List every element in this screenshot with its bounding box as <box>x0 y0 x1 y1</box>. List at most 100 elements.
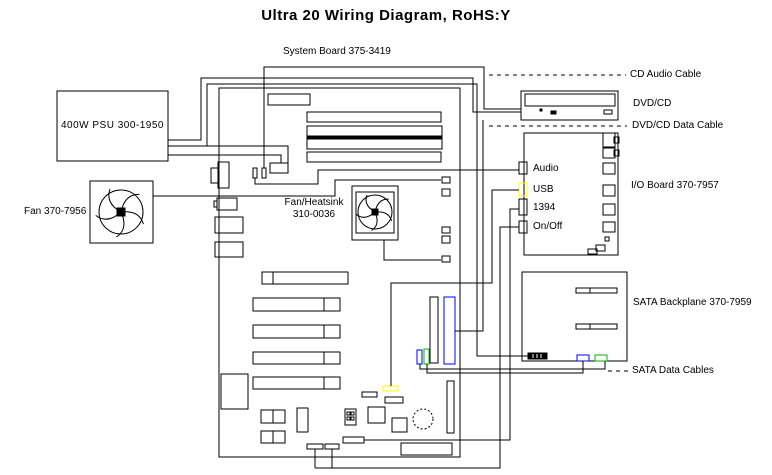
board-header-r1 <box>441 176 451 184</box>
io-front-port-6 <box>602 221 616 233</box>
dvd-led <box>539 108 543 112</box>
backplane-sata-port-blue <box>576 354 590 362</box>
rear-port-1-tab <box>210 167 219 184</box>
io-port-label-1394: 1394 <box>533 202 556 213</box>
io-small-pin <box>604 236 610 242</box>
cpu-fan-icon <box>356 194 393 231</box>
cpu-fan-ring <box>357 194 393 230</box>
dvd-data-cable-label: DVD/CD Data Cable <box>632 120 724 131</box>
io-usb-connector-yellow <box>518 182 528 197</box>
wire-onoff <box>315 226 519 469</box>
cpu-fan-label-line1: Fan/Heatsink <box>284 197 344 208</box>
backplane-sata-port-green <box>594 354 608 362</box>
io-front-port-5 <box>602 203 616 216</box>
board-header-r4 <box>441 235 451 244</box>
wire-cpu-fan <box>383 240 441 261</box>
sata-header-green <box>423 348 430 365</box>
io-front-port-3 <box>602 162 616 175</box>
sata-data-cables-label: SATA Data Cables <box>632 365 714 376</box>
wire-sata-data-1 <box>419 361 606 370</box>
wire-psu-to-dvd-power <box>168 77 521 141</box>
ram-slot-3 <box>306 138 443 150</box>
pci-slot-2 <box>252 297 341 312</box>
dvd-emergency-hole <box>550 110 557 115</box>
io-front-port-4 <box>602 184 616 197</box>
io-board-label: I/O Board 370-7957 <box>631 180 719 191</box>
wire-psu-to-sata-backplane-power <box>206 83 528 357</box>
aux-power-connector <box>269 162 289 174</box>
io-front-port-2-tab <box>613 149 620 157</box>
cd-audio-header <box>261 167 267 179</box>
front-panel-connector <box>400 442 453 456</box>
board-edge-slot <box>446 380 455 434</box>
dvd-drive-box <box>520 90 619 121</box>
io-audio-connector <box>518 161 528 175</box>
cpu-heatsink-outer <box>351 185 399 241</box>
pcie-slot-1 <box>261 271 349 285</box>
cpu-fan-label-line2: 310-0036 <box>292 209 336 220</box>
system-board-outline <box>218 87 461 458</box>
ram-slot-1 <box>306 111 442 123</box>
io-bottom-notch-2 <box>587 248 598 255</box>
psu-label: 400W PSU 300-1950 <box>60 120 164 131</box>
board-corner-component <box>220 373 249 410</box>
grid-pin-1 <box>346 411 351 416</box>
psu-box <box>56 90 169 162</box>
atx-power-connector <box>267 93 311 106</box>
pci-slot-3 <box>252 324 341 339</box>
grid-pin-3 <box>346 416 351 421</box>
io-onoff-connector <box>518 220 528 234</box>
wire-dvd-data <box>455 120 484 332</box>
wire-usb <box>390 189 519 386</box>
grid-pin-2 <box>350 411 355 416</box>
board-header-r2 <box>441 188 451 197</box>
wire-1394 <box>364 208 519 441</box>
board-chip-square <box>367 406 386 424</box>
pci-slot-4 <box>252 351 341 365</box>
io-port-label-audio: Audio <box>533 163 559 174</box>
io-front-port-1-tab <box>613 136 620 144</box>
rear-port-3 <box>214 216 244 234</box>
cpu-fan-header <box>441 255 451 263</box>
usb-front-header-yellow <box>382 385 399 392</box>
front-fan-label: Fan 370-7956 <box>24 206 87 217</box>
cd-audio-cable-label: CD Audio Cable <box>630 69 702 80</box>
ram-slot-2 <box>306 125 443 137</box>
io-port-label-usb: USB <box>533 184 554 195</box>
backplane-drive-slot-1 <box>575 287 618 294</box>
io-bottom-notch-1 <box>595 244 606 252</box>
dvd-data-slot-blue <box>443 296 456 365</box>
front-fan-icon <box>95 188 144 238</box>
dvd-eject-button <box>603 109 613 115</box>
board-jumper-1 <box>361 391 378 398</box>
fp-1394-header <box>342 436 365 444</box>
io-port-label-onoff: On/Off <box>533 221 563 232</box>
board-chip-small <box>391 417 408 433</box>
front-panel-header-grid <box>344 408 357 426</box>
front-fan-box <box>89 180 154 244</box>
io-front-port-2 <box>602 147 616 159</box>
battery <box>412 408 434 430</box>
board-jumper-2 <box>384 396 404 404</box>
pci-slot-5 <box>252 376 341 390</box>
rear-port-2 <box>216 197 238 211</box>
io-front-port-1 <box>602 132 616 148</box>
ide-slot <box>429 296 439 364</box>
wire-audio <box>254 169 519 185</box>
sata-backplane-label: SATA Backplane 370-7959 <box>633 297 752 308</box>
backplane-drive-slot-2 <box>575 323 618 330</box>
front-fan-ring <box>98 189 144 235</box>
io-board-outline <box>523 132 619 256</box>
wire-fan-header-trace <box>220 179 441 197</box>
wire-psu-to-board-aux <box>168 145 289 163</box>
fp-switch-header-2 <box>324 443 340 450</box>
ram-slot-4 <box>306 151 442 163</box>
dvd-tray-slot <box>524 93 616 107</box>
dvd-label: DVD/CD <box>633 98 672 109</box>
rear-port-1 <box>217 161 230 189</box>
io-1394-connector <box>518 198 528 216</box>
board-header-r3 <box>441 226 451 234</box>
diagram-title: Ultra 20 Wiring Diagram, RoHS:Y <box>261 7 511 24</box>
